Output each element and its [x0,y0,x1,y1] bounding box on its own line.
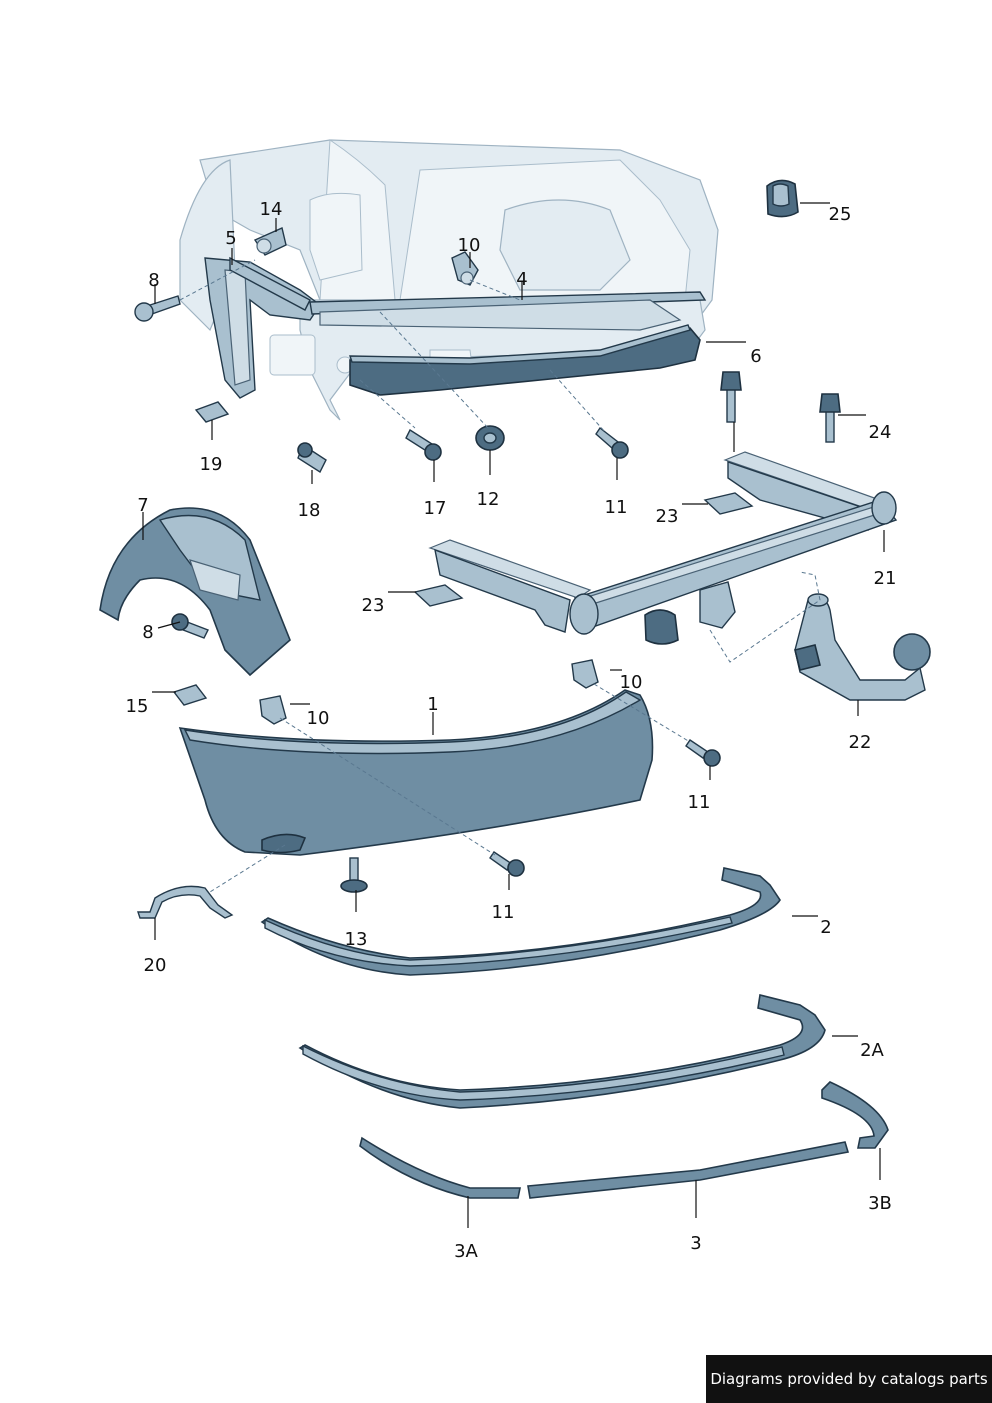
part-11-screw-right [685,739,721,767]
part-22-ball-neck [794,593,931,701]
callout-12: 12 [477,489,500,510]
part-1-bumper-cover [178,689,654,856]
callout-22: 22 [849,732,872,753]
callout-15: 15 [126,696,149,717]
relation-lines [179,259,821,893]
callout-19: 19 [200,454,223,475]
part-19-clip-nut [194,401,230,423]
callout-21: 21 [874,568,897,589]
part-7-wheel-arch [99,507,291,677]
leader-lines [142,202,885,1228]
callout-8-top: 8 [148,270,159,291]
callout-7: 7 [137,495,148,516]
part-6-impact-absorber [349,324,701,396]
callout-10-right: 10 [620,672,643,693]
callout-10-top: 10 [458,235,481,256]
callout-11-top: 11 [605,497,628,518]
callout-20: 20 [144,955,167,976]
part-3B-trim-right [821,1081,889,1149]
part-3A-trim-left [359,1136,521,1199]
credit-text: Diagrams provided by catalogs parts [710,1370,988,1388]
part-12-washer [475,425,505,451]
part-8-screw-arch [171,613,209,639]
callout-3B: 3B [868,1193,892,1214]
part-14-clip [253,227,287,256]
part-10-clip-right [571,659,599,689]
callout-23-right: 23 [656,506,679,527]
callout-1: 1 [427,694,438,715]
part-17-bolt [405,428,442,461]
part-25-cap [766,179,799,218]
callout-25: 25 [829,204,852,225]
callout-17: 17 [424,498,447,519]
callout-6: 6 [750,346,761,367]
part-3-trim-center [527,1141,850,1199]
callout-13: 13 [345,929,368,950]
callout-18: 18 [298,500,321,521]
credit-banner: Diagrams provided by catalogs parts [706,1355,992,1403]
part-15-clip-nut [172,684,208,706]
callout-labels: 1 2 2A 3 3A 3B 4 5 6 7 8 8 10 10 10 11 1… [126,199,897,1262]
part-21-tow-bar [428,451,898,645]
part-2-lower-trim [260,867,781,976]
part-4-carrier-strip [309,291,707,331]
part-2A-lower-trim [298,994,826,1109]
callout-8-arch: 8 [142,622,153,643]
part-10-clip-left [259,695,287,725]
callout-3A: 3A [454,1241,478,1262]
callout-4: 4 [516,269,527,290]
callout-2A: 2A [860,1040,884,1061]
part-23-plate-right [703,492,754,515]
part-24-bolt-left [720,371,742,423]
callout-2: 2 [820,917,831,938]
part-24-bolt-right [819,393,841,443]
callout-14: 14 [260,199,283,220]
part-18-bolt [297,442,327,474]
part-8-screw-top [134,295,181,322]
callout-24: 24 [869,422,892,443]
part-20-bracket [137,885,234,919]
callout-10-left: 10 [307,708,330,729]
callout-5: 5 [225,228,236,249]
part-5-rear-panel [204,256,321,399]
callout-11-right: 11 [688,792,711,813]
part-23-plate-left [413,584,464,607]
part-11-screw-top [595,426,629,459]
callout-3: 3 [690,1233,701,1254]
part-10-clip-top [451,251,479,286]
callout-11-center: 11 [492,902,515,923]
part-11-screw-center [489,851,525,877]
part-13-pin [340,857,368,893]
callout-23-left: 23 [362,595,385,616]
